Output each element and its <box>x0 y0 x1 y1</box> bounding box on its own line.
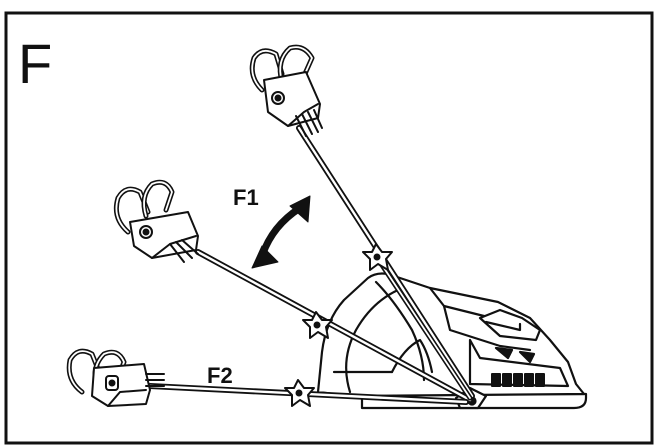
handle-grip-icon <box>113 179 199 263</box>
position-label-f2: F2 <box>207 363 233 388</box>
panel-letter: F <box>18 32 53 95</box>
handle-brace <box>373 253 473 401</box>
handle-f1-position <box>195 249 473 403</box>
star-knob-icon <box>284 379 315 407</box>
handle-grip-icon <box>249 44 323 137</box>
double-curved-arrow-icon <box>251 195 311 269</box>
star-knob-icon <box>362 243 393 271</box>
deck-vents <box>491 373 545 387</box>
star-knob-icon <box>302 311 333 339</box>
handle-grip-icon <box>66 348 165 407</box>
position-label-f1: F1 <box>233 185 259 210</box>
